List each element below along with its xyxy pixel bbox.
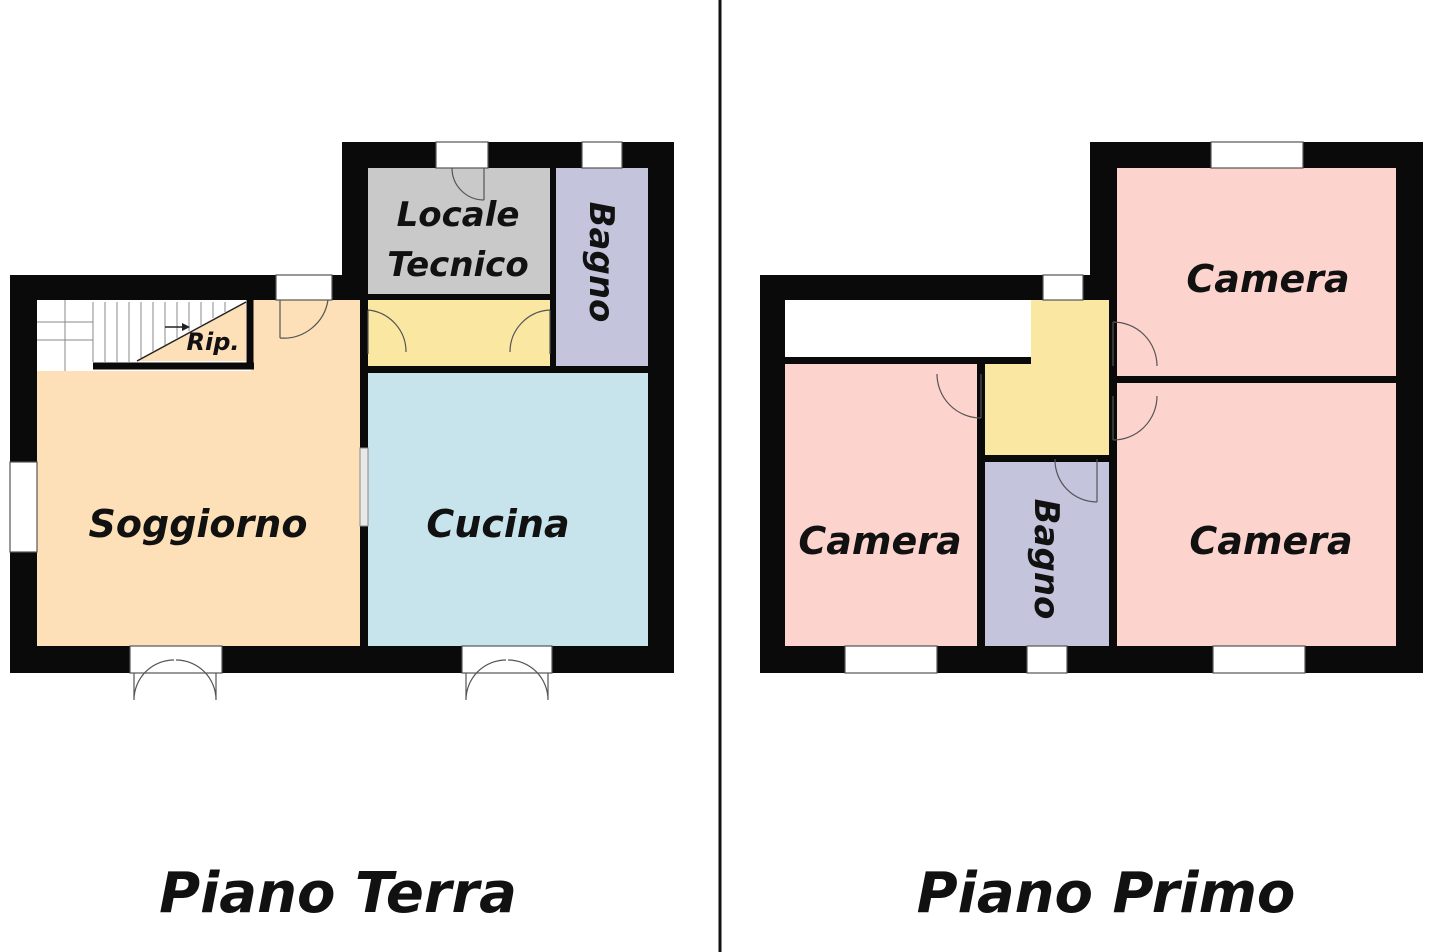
label-bagno: Bagno bbox=[581, 202, 621, 323]
stair-steps bbox=[37, 300, 226, 371]
room-bagno bbox=[556, 168, 648, 366]
window-soggiorno-north bbox=[275, 274, 333, 301]
door-corridoio-west bbox=[367, 309, 407, 354]
void-area bbox=[785, 300, 1031, 357]
opening-soggiorno-cucina bbox=[359, 447, 369, 527]
room-camera-sud-est bbox=[1117, 383, 1396, 646]
floor-piano-terra: Locale Tecnico Bagno Soggiorno Cucina Ri… bbox=[9, 141, 674, 926]
label-locale-tecnico-line1: Locale bbox=[397, 195, 520, 235]
window-bagno bbox=[581, 141, 623, 169]
window-bagno-primo bbox=[1026, 645, 1068, 674]
label-ripostiglio: Rip. bbox=[186, 328, 239, 356]
label-camera-sud-est: Camera bbox=[1189, 519, 1352, 563]
label-cucina: Cucina bbox=[426, 502, 569, 546]
floor-title-piano-primo: Piano Primo bbox=[917, 861, 1296, 926]
door-camera-ovest bbox=[936, 373, 982, 419]
door-camera-sud-est bbox=[1112, 395, 1158, 441]
room-camera-nord-est bbox=[1117, 168, 1396, 376]
room-locale-tecnico bbox=[368, 168, 550, 294]
door-locale-tecnico bbox=[451, 167, 485, 201]
window-cucina-door bbox=[461, 645, 553, 674]
room-bagno-primo bbox=[985, 462, 1109, 646]
floor-piano-primo: Camera Camera Camera Bagno Piano Primo bbox=[760, 141, 1423, 926]
room-disimpegno bbox=[985, 300, 1109, 455]
label-camera-nord-est: Camera bbox=[1186, 257, 1349, 301]
door-soggiorno-garden bbox=[133, 659, 217, 701]
window-soggiorno-west bbox=[9, 461, 38, 553]
room-cucina bbox=[368, 373, 648, 646]
window-locale-tecnico bbox=[435, 141, 489, 169]
rip-slope bbox=[136, 301, 247, 362]
label-locale-tecnico-line2: Tecnico bbox=[387, 245, 528, 285]
window-camera-sud-est bbox=[1212, 645, 1306, 674]
door-camera-nord-est bbox=[1112, 321, 1158, 367]
door-soggiorno-north bbox=[279, 299, 329, 339]
floor-title-piano-terra: Piano Terra bbox=[159, 861, 517, 926]
label-camera-ovest: Camera bbox=[798, 519, 961, 563]
door-bagno-primo bbox=[1054, 458, 1098, 503]
door-cucina-garden bbox=[465, 659, 549, 701]
room-camera-ovest bbox=[785, 364, 977, 646]
window-camera-ovest bbox=[844, 645, 938, 674]
room-corridoio bbox=[368, 300, 550, 366]
label-bagno-primo: Bagno bbox=[1026, 499, 1066, 620]
window-camera-nord-est bbox=[1210, 141, 1304, 169]
door-bagno bbox=[509, 309, 551, 354]
window-disimpegno bbox=[1042, 274, 1084, 301]
label-soggiorno: Soggiorno bbox=[89, 502, 308, 546]
